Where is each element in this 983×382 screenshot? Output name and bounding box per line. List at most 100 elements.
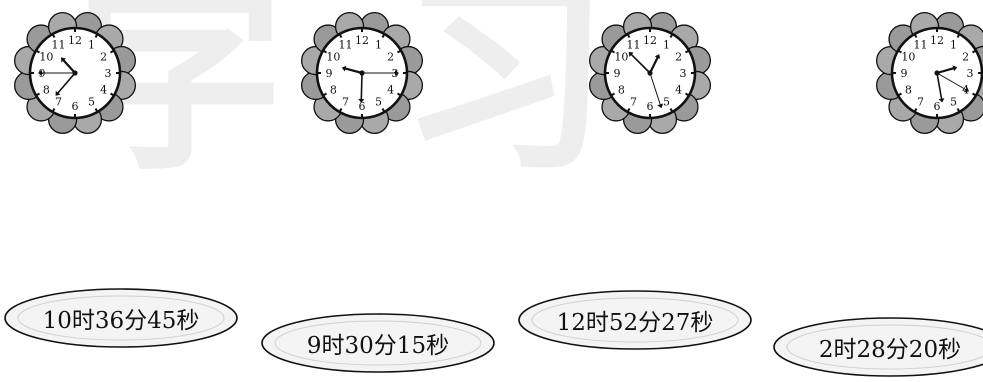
clock-numeral: 6 <box>359 100 366 113</box>
time-plate-2[interactable]: 9时30分15秒 <box>260 312 496 378</box>
time-plate-3[interactable]: 12时52分27秒 <box>517 289 753 355</box>
hour-tick <box>610 49 615 54</box>
clock-numeral: 3 <box>105 67 112 80</box>
hour-tick <box>956 33 961 38</box>
minute-hand <box>57 72 76 94</box>
minute-hand-tip <box>938 98 945 103</box>
hour-tick <box>972 49 977 54</box>
clock-numeral: 6 <box>934 100 941 113</box>
hour-hand <box>344 67 364 75</box>
clock-numeral: 2 <box>962 51 969 64</box>
clock-numeral: 7 <box>917 96 924 109</box>
time-label: 10时36分45秒 <box>42 308 200 334</box>
clock-center <box>72 70 78 76</box>
hour-hand <box>935 67 955 75</box>
clock-numeral: 3 <box>967 67 974 80</box>
hour-tick <box>897 92 902 97</box>
hour-tick <box>956 108 961 113</box>
hour-tick <box>626 108 631 113</box>
hour-tick <box>626 33 631 38</box>
hour-tick <box>94 108 99 113</box>
second-hand <box>936 72 967 90</box>
hour-hand <box>62 59 77 75</box>
hour-tick <box>669 108 674 113</box>
minute-hand <box>630 53 651 74</box>
clock-numeral: 10 <box>901 51 915 64</box>
time-plate-1[interactable]: 10时36分45秒 <box>3 287 239 353</box>
clock-numeral: 1 <box>663 38 670 51</box>
clock-numeral: 12 <box>355 34 369 47</box>
hour-tick <box>913 33 918 38</box>
hour-tick <box>322 92 327 97</box>
clock-numeral: 2 <box>387 51 394 64</box>
hour-tick <box>94 33 99 38</box>
minute-hand-tip <box>628 51 634 57</box>
clock-numeral: 11 <box>339 38 353 51</box>
clock-numeral: 7 <box>630 96 637 109</box>
hour-tick <box>397 92 402 97</box>
clock-numeral: 6 <box>72 100 79 113</box>
hour-tick <box>110 92 115 97</box>
hour-tick <box>913 108 918 113</box>
second-hand-tip <box>38 70 42 76</box>
hour-tick <box>381 108 386 113</box>
hour-hand <box>648 56 659 75</box>
clock-numeral: 11 <box>627 38 641 51</box>
time-label: 2时28分20秒 <box>818 337 962 363</box>
clock-center <box>934 70 940 76</box>
hour-hand-tip <box>60 57 66 63</box>
clock-numeral: 10 <box>326 51 340 64</box>
second-hand-tip <box>964 86 970 93</box>
clock-numeral: 5 <box>375 96 382 109</box>
clock-numeral: 5 <box>663 96 670 109</box>
clock-numeral: 4 <box>100 84 107 97</box>
clock-numeral: 5 <box>88 96 95 109</box>
clock-numeral: 2 <box>675 51 682 64</box>
minute-hand <box>936 72 943 100</box>
clock-numeral: 1 <box>375 38 382 51</box>
hour-tick <box>35 49 40 54</box>
clock-numeral: 1 <box>88 38 95 51</box>
hour-hand-tip <box>654 54 661 60</box>
clock-numeral: 9 <box>326 67 333 80</box>
hour-tick <box>35 92 40 97</box>
second-hand-tip <box>395 70 399 76</box>
hour-tick <box>610 92 615 97</box>
hour-tick <box>110 49 115 54</box>
time-plate-4[interactable]: 2时28分20秒 <box>772 316 983 382</box>
clock-numeral: 12 <box>930 34 944 47</box>
second-hand-tip <box>657 103 664 109</box>
second-hand <box>649 72 661 105</box>
clock-numeral: 7 <box>342 96 349 109</box>
hour-tick <box>338 108 343 113</box>
minute-hand-tip <box>358 98 365 103</box>
time-label: 9时30分15秒 <box>306 333 450 359</box>
hour-tick <box>972 92 977 97</box>
clock-numeral: 8 <box>330 84 337 97</box>
clock-numeral: 2 <box>100 51 107 64</box>
clock-numeral: 12 <box>68 34 82 47</box>
watermark-char-2: 习 <box>400 0 611 199</box>
minute-hand-tip <box>55 90 61 96</box>
clock-numeral: 9 <box>901 67 908 80</box>
hour-hand-tip <box>341 65 347 72</box>
hour-tick <box>51 33 56 38</box>
time-label: 12时52分27秒 <box>556 310 714 336</box>
clock-numeral: 10 <box>614 51 628 64</box>
hour-tick <box>381 33 386 38</box>
clock-numeral: 7 <box>55 96 62 109</box>
minute-hand <box>360 72 363 100</box>
hour-tick <box>685 92 690 97</box>
clock-center <box>359 70 365 76</box>
watermark: 字 习 <box>75 0 611 199</box>
clock-numeral: 8 <box>43 84 50 97</box>
hour-tick <box>669 33 674 38</box>
clock-numeral: 11 <box>52 38 66 51</box>
hour-tick <box>322 49 327 54</box>
clock-numeral: 8 <box>905 84 912 97</box>
clock-numeral: 8 <box>618 84 625 97</box>
